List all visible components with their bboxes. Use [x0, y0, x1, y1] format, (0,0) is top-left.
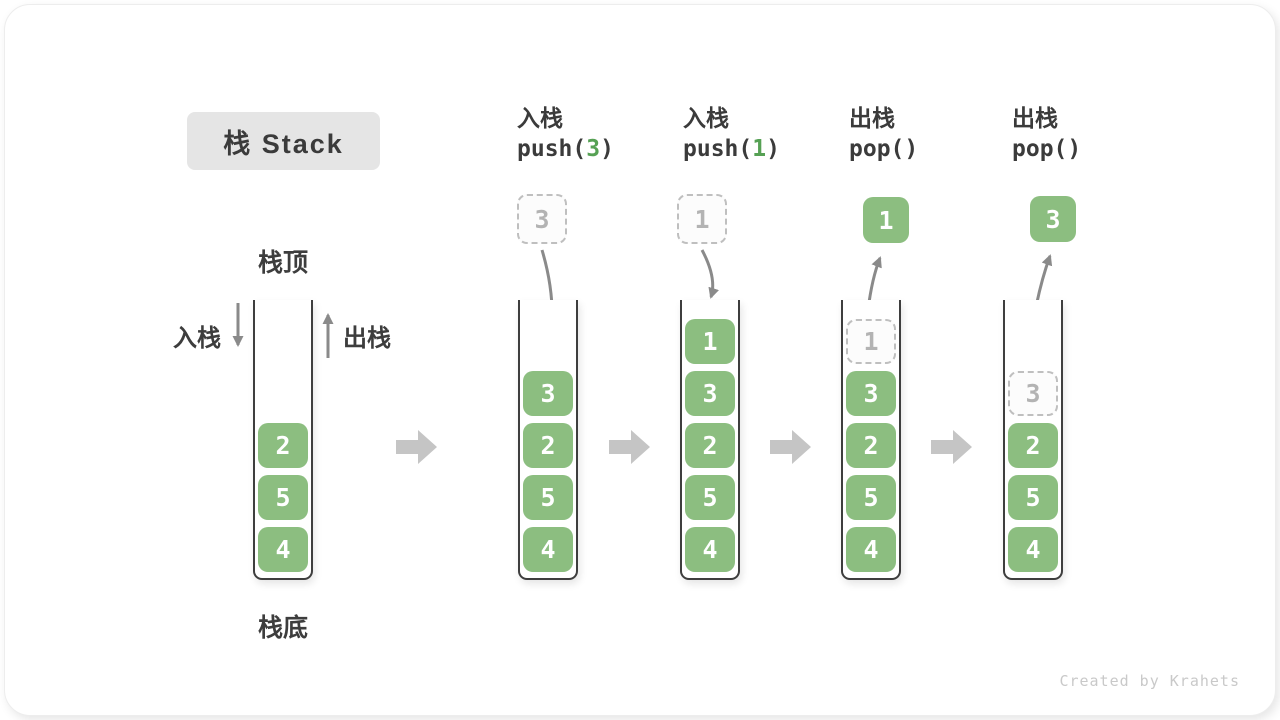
- stack-column-3: 1 3 2 5 4: [680, 300, 740, 580]
- diagram-title: 栈 Stack: [187, 112, 380, 170]
- pop-side-label: 出栈: [343, 325, 391, 352]
- stack-item: 4: [685, 527, 735, 572]
- stack-item: 3: [685, 371, 735, 416]
- stack-column-4: 1 3 2 5 4: [841, 300, 901, 580]
- operation-code: push(1): [683, 136, 780, 162]
- stack-item: 2: [523, 423, 573, 468]
- diagram-title-text: 栈 Stack: [223, 128, 344, 159]
- popped-item-box: 1: [863, 197, 909, 243]
- stack-column-2: 3 2 5 4: [518, 300, 578, 580]
- operation-name: 出栈: [1012, 105, 1058, 131]
- operation-code: pop(): [1012, 136, 1082, 162]
- stack-item: 4: [523, 527, 573, 572]
- stack-column-1: 2 5 4: [253, 300, 313, 580]
- stack-item: 2: [685, 423, 735, 468]
- stack-item: 3: [523, 371, 573, 416]
- operation-name: 入栈: [683, 105, 729, 131]
- watermark: Created by Krahets: [1059, 672, 1240, 690]
- operation-header-push-3: 入栈 push(3): [517, 103, 614, 166]
- operation-arg: 3: [586, 136, 601, 162]
- operation-code: pop(): [849, 136, 919, 162]
- stack-column-5: 3 2 5 4: [1003, 300, 1063, 580]
- diagram-card: [4, 4, 1276, 716]
- stack-bottom-label: 栈底: [257, 614, 308, 642]
- pushed-item-box: 3: [517, 194, 567, 244]
- operation-code: push(3): [517, 136, 614, 162]
- stack-item: 4: [846, 527, 896, 572]
- pushed-item-box: 1: [677, 194, 727, 244]
- ghost-item: 1: [846, 319, 896, 364]
- operation-header-push-1: 入栈 push(1): [683, 103, 780, 166]
- stack-top-label: 栈顶: [257, 249, 308, 277]
- ghost-item: 3: [1008, 371, 1058, 416]
- operation-arg: 1: [752, 136, 767, 162]
- operation-header-pop-1: 出栈 pop(): [849, 103, 918, 166]
- stack-item: 2: [846, 423, 896, 468]
- stack-item: 3: [846, 371, 896, 416]
- stack-item: 4: [258, 527, 308, 572]
- stack-item: 5: [685, 475, 735, 520]
- popped-item-box: 3: [1030, 196, 1076, 242]
- stack-item: 5: [846, 475, 896, 520]
- stack-item: 5: [258, 475, 308, 520]
- stack-item: 4: [1008, 527, 1058, 572]
- stack-item: 5: [1008, 475, 1058, 520]
- operation-header-pop-3: 出栈 pop(): [1012, 103, 1081, 166]
- stack-item: 2: [1008, 423, 1058, 468]
- operation-name: 入栈: [517, 105, 563, 131]
- stack-item: 5: [523, 475, 573, 520]
- operation-name: 出栈: [849, 105, 895, 131]
- push-side-label: 入栈: [173, 325, 221, 352]
- stack-item: 1: [685, 319, 735, 364]
- stack-item: 2: [258, 423, 308, 468]
